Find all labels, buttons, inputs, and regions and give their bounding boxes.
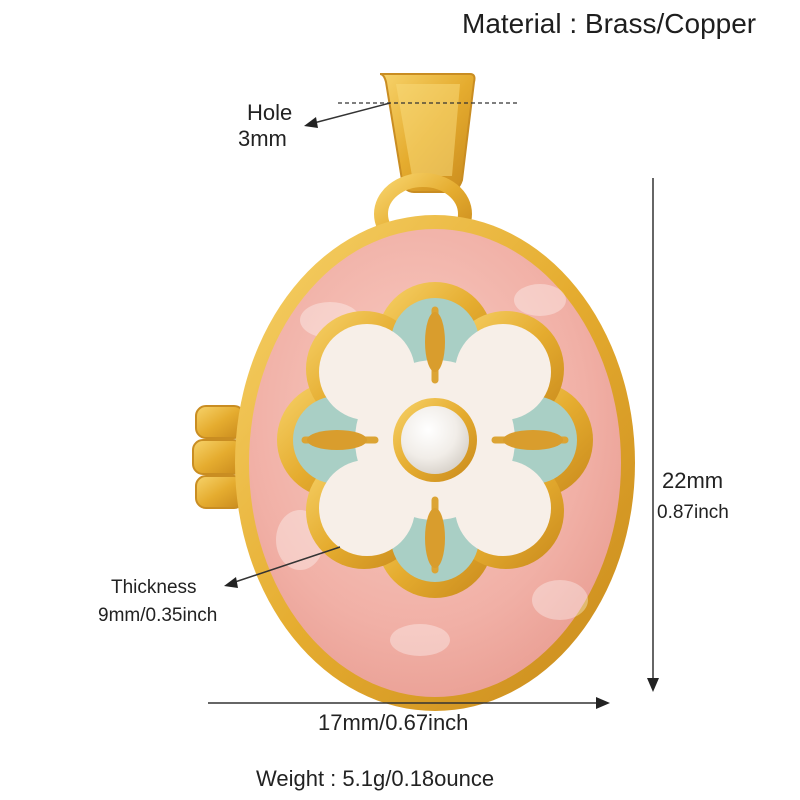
hole-label: Hole <box>247 100 293 125</box>
weight-label: Weight : 5.1g/0.18ounce <box>256 766 495 791</box>
thickness-label: Thickness <box>111 577 197 598</box>
hole-size-label: 3mm <box>238 126 287 151</box>
width-label: 17mm/0.67inch <box>318 710 469 735</box>
pearl <box>401 406 469 474</box>
thickness-value: 9mm/0.35inch <box>98 605 218 626</box>
locket-hinge <box>192 405 245 509</box>
thickness-pointer-line <box>231 546 341 584</box>
height-mm-label: 22mm <box>662 468 724 493</box>
height-inch-label: 0.87inch <box>657 502 729 523</box>
material-label: Material : Brass/Copper <box>462 8 757 39</box>
flower-ornament <box>277 282 593 598</box>
